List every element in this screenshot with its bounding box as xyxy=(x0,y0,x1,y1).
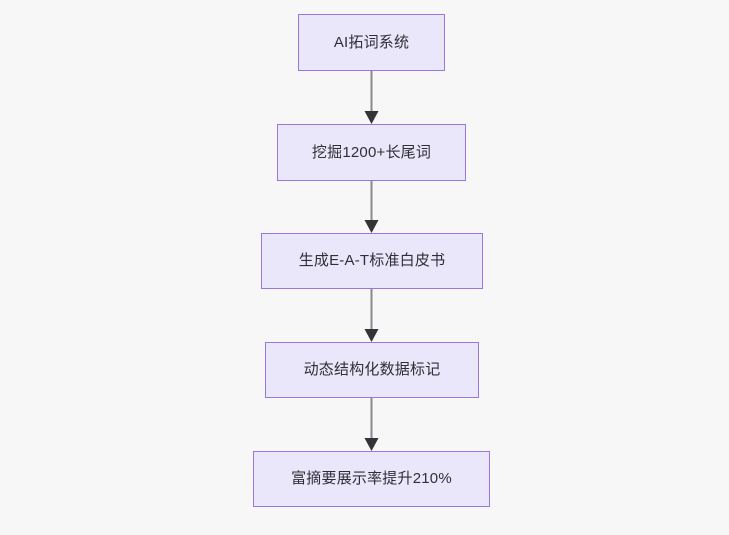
flowchart-node-label: 挖掘1200+长尾词 xyxy=(311,143,432,161)
flowchart-node-label: AI拓词系统 xyxy=(333,33,410,51)
flowchart-node-label: 生成E-A-T标准白皮书 xyxy=(298,252,446,269)
edge-n1-n2 xyxy=(364,181,379,233)
flowchart-node-ai-keyword-system[interactable]: AI拓词系统 xyxy=(298,14,445,71)
edge-n0-n1 xyxy=(364,71,379,124)
edge-n2-n3 xyxy=(364,289,379,342)
flowchart-node-dynamic-structured-data-markup[interactable]: 动态结构化数据标记 xyxy=(265,342,479,398)
flowchart-node-label: 富摘要展示率提升210% xyxy=(291,470,452,487)
edge-n3-n4 xyxy=(364,398,379,451)
flowchart-node-generate-eat-whitepaper[interactable]: 生成E-A-T标准白皮书 xyxy=(261,233,483,289)
flowchart-node-mine-longtail-keywords[interactable]: 挖掘1200+长尾词 xyxy=(277,124,466,181)
flowchart-node-rich-snippet-rate-increase[interactable]: 富摘要展示率提升210% xyxy=(253,451,490,507)
flowchart-node-label: 动态结构化数据标记 xyxy=(303,361,441,378)
